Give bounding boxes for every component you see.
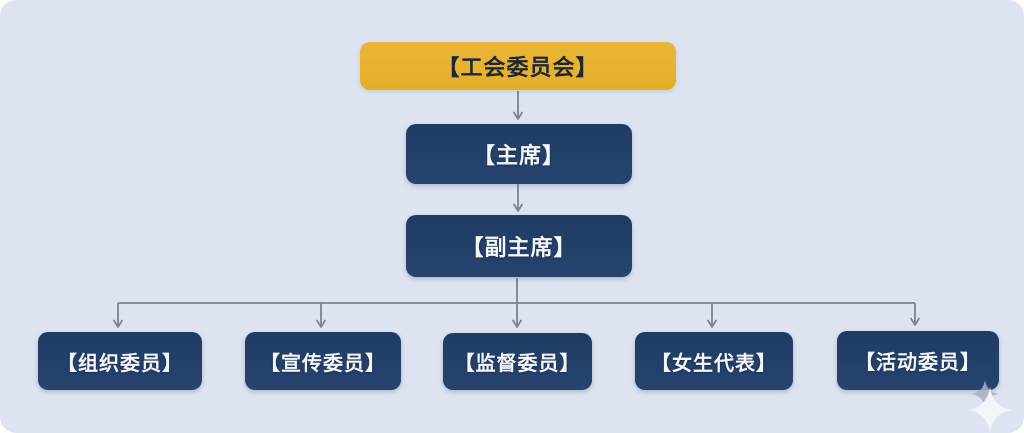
node-chairman: 【主席】 (406, 124, 632, 184)
node-union-committee: 【工会委员会】 (360, 42, 676, 90)
node-vice-chairman: 【副主席】 (406, 215, 632, 277)
node-organization-commissioner: 【组织委员】 (38, 332, 202, 390)
node-female-representative: 【女生代表】 (635, 332, 793, 390)
node-supervision-commissioner: 【监督委员】 (443, 333, 592, 390)
node-activity-commissioner: 【活动委员】 (837, 331, 999, 390)
node-publicity-commissioner: 【宣传委员】 (245, 332, 401, 390)
